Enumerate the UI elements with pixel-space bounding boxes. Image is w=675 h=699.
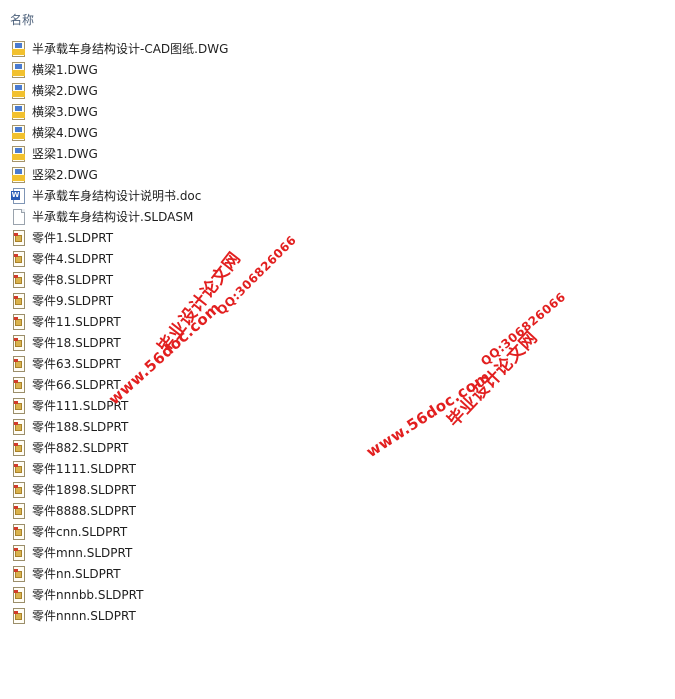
sldprt-file-icon bbox=[11, 607, 27, 624]
dwg-file-icon bbox=[11, 40, 27, 57]
sldprt-file-icon bbox=[11, 565, 27, 582]
watermark-text: 毕业设计论文网 bbox=[443, 327, 542, 432]
file-name: 零件nn.SLDPRT bbox=[32, 567, 121, 581]
sldprt-file-icon bbox=[11, 313, 27, 330]
file-name: 半承载车身结构设计-CAD图纸.DWG bbox=[32, 42, 229, 56]
file-row[interactable]: W 半承载车身结构设计说明书.doc bbox=[11, 185, 228, 206]
file-name: 零件188.SLDPRT bbox=[32, 420, 129, 434]
file-name: 横梁2.DWG bbox=[32, 84, 98, 98]
blank-file-icon bbox=[11, 208, 27, 225]
file-row[interactable]: 零件9.SLDPRT bbox=[11, 290, 228, 311]
file-name: 横梁3.DWG bbox=[32, 105, 98, 119]
sldprt-file-icon bbox=[11, 418, 27, 435]
name-column-header[interactable]: 名称 bbox=[10, 13, 35, 27]
sldprt-file-icon bbox=[11, 292, 27, 309]
file-row[interactable]: 横梁4.DWG bbox=[11, 122, 228, 143]
sldprt-file-icon bbox=[11, 376, 27, 393]
sldprt-file-icon bbox=[11, 544, 27, 561]
file-name: 零件nnnbb.SLDPRT bbox=[32, 588, 144, 602]
dwg-file-icon bbox=[11, 103, 27, 120]
file-row[interactable]: 零件882.SLDPRT bbox=[11, 437, 228, 458]
file-name: 零件9.SLDPRT bbox=[32, 294, 114, 308]
dwg-file-icon bbox=[11, 82, 27, 99]
file-list: 半承载车身结构设计-CAD图纸.DWG 横梁1.DWG 横梁2.DWG 横梁3.… bbox=[11, 38, 228, 626]
dwg-file-icon bbox=[11, 145, 27, 162]
file-name: 零件18.SLDPRT bbox=[32, 336, 121, 350]
file-name: 零件111.SLDPRT bbox=[32, 399, 129, 413]
file-name: 零件nnnn.SLDPRT bbox=[32, 609, 136, 623]
file-row[interactable]: 半承载车身结构设计.SLDASM bbox=[11, 206, 228, 227]
file-name: 零件11.SLDPRT bbox=[32, 315, 121, 329]
file-name: 零件1111.SLDPRT bbox=[32, 462, 136, 476]
sldprt-file-icon bbox=[11, 334, 27, 351]
sldprt-file-icon bbox=[11, 502, 27, 519]
file-name: 半承载车身结构设计说明书.doc bbox=[32, 189, 202, 203]
sldprt-file-icon bbox=[11, 271, 27, 288]
file-row[interactable]: 零件11.SLDPRT bbox=[11, 311, 228, 332]
sldprt-file-icon bbox=[11, 229, 27, 246]
file-row[interactable]: 横梁3.DWG bbox=[11, 101, 228, 122]
file-row[interactable]: 零件nn.SLDPRT bbox=[11, 563, 228, 584]
file-name: 零件8.SLDPRT bbox=[32, 273, 114, 287]
file-row[interactable]: 零件8888.SLDPRT bbox=[11, 500, 228, 521]
dwg-file-icon bbox=[11, 61, 27, 78]
file-name: 零件66.SLDPRT bbox=[32, 378, 121, 392]
file-name: 零件4.SLDPRT bbox=[32, 252, 114, 266]
word-doc-icon: W bbox=[11, 187, 27, 204]
sldprt-file-icon bbox=[11, 250, 27, 267]
file-row[interactable]: 零件63.SLDPRT bbox=[11, 353, 228, 374]
sldprt-file-icon bbox=[11, 586, 27, 603]
sldprt-file-icon bbox=[11, 355, 27, 372]
file-name: 零件mnn.SLDPRT bbox=[32, 546, 133, 560]
file-row[interactable]: 零件nnnbb.SLDPRT bbox=[11, 584, 228, 605]
file-row[interactable]: 零件188.SLDPRT bbox=[11, 416, 228, 437]
dwg-file-icon bbox=[11, 124, 27, 141]
file-name: 零件1898.SLDPRT bbox=[32, 483, 136, 497]
file-name: 半承载车身结构设计.SLDASM bbox=[32, 210, 194, 224]
file-name: 零件882.SLDPRT bbox=[32, 441, 129, 455]
sldprt-file-icon bbox=[11, 460, 27, 477]
file-row[interactable]: 零件18.SLDPRT bbox=[11, 332, 228, 353]
sldprt-file-icon bbox=[11, 397, 27, 414]
file-row[interactable]: 横梁1.DWG bbox=[11, 59, 228, 80]
file-row[interactable]: 零件1.SLDPRT bbox=[11, 227, 228, 248]
file-row[interactable]: 零件cnn.SLDPRT bbox=[11, 521, 228, 542]
file-row[interactable]: 竖梁1.DWG bbox=[11, 143, 228, 164]
file-name: 零件8888.SLDPRT bbox=[32, 504, 136, 518]
file-name: 横梁1.DWG bbox=[32, 63, 98, 77]
file-row[interactable]: 零件1898.SLDPRT bbox=[11, 479, 228, 500]
file-row[interactable]: 零件nnnn.SLDPRT bbox=[11, 605, 228, 626]
file-row[interactable]: 零件4.SLDPRT bbox=[11, 248, 228, 269]
sldprt-file-icon bbox=[11, 523, 27, 540]
file-row[interactable]: 竖梁2.DWG bbox=[11, 164, 228, 185]
file-name: 零件1.SLDPRT bbox=[32, 231, 114, 245]
file-row[interactable]: 零件111.SLDPRT bbox=[11, 395, 228, 416]
sldprt-file-icon bbox=[11, 481, 27, 498]
file-row[interactable]: 零件8.SLDPRT bbox=[11, 269, 228, 290]
file-row[interactable]: 零件1111.SLDPRT bbox=[11, 458, 228, 479]
sldprt-file-icon bbox=[11, 439, 27, 456]
file-row[interactable]: 半承载车身结构设计-CAD图纸.DWG bbox=[11, 38, 228, 59]
dwg-file-icon bbox=[11, 166, 27, 183]
file-name: 竖梁2.DWG bbox=[32, 168, 98, 182]
file-name: 横梁4.DWG bbox=[32, 126, 98, 140]
file-name: 零件63.SLDPRT bbox=[32, 357, 121, 371]
file-row[interactable]: 横梁2.DWG bbox=[11, 80, 228, 101]
file-name: 竖梁1.DWG bbox=[32, 147, 98, 161]
file-row[interactable]: 零件mnn.SLDPRT bbox=[11, 542, 228, 563]
file-name: 零件cnn.SLDPRT bbox=[32, 525, 128, 539]
file-row[interactable]: 零件66.SLDPRT bbox=[11, 374, 228, 395]
